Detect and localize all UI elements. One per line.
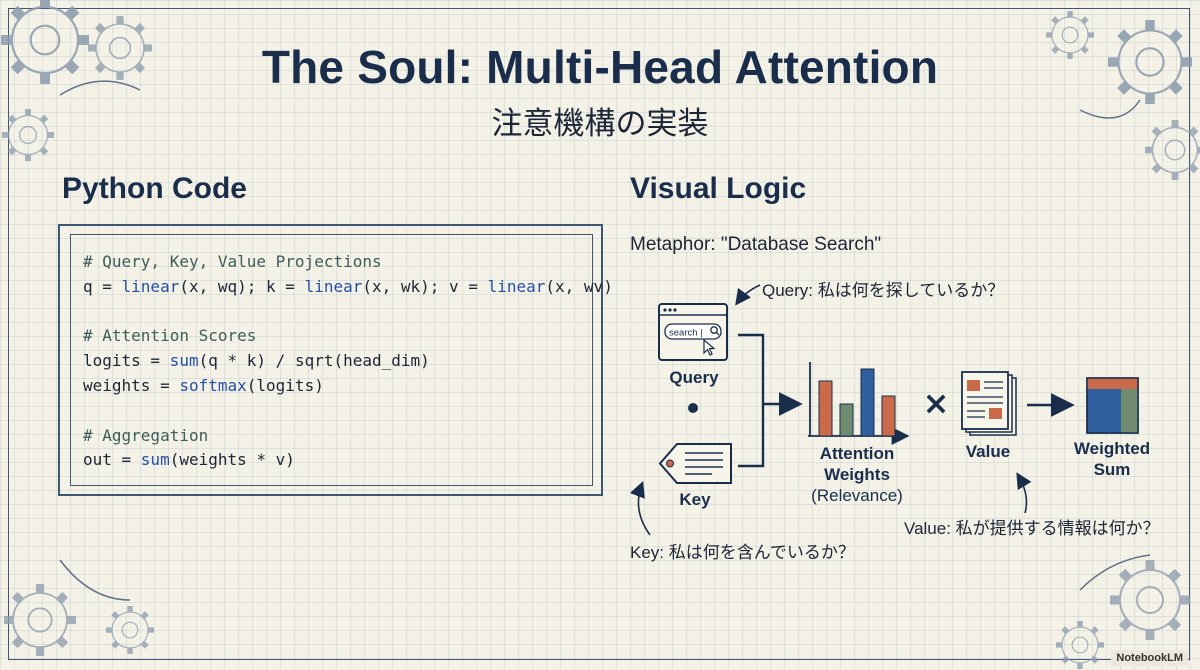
magnifier-icon	[710, 326, 720, 336]
slide-frame	[8, 8, 1190, 660]
visual-logic-heading: Visual Logic	[630, 172, 807, 205]
arrow-icon	[735, 284, 761, 306]
code-token: logits =	[83, 351, 170, 371]
code-box-inner	[70, 234, 593, 486]
query-label: Query	[669, 368, 719, 387]
code-box-outer	[58, 224, 603, 496]
arrow-icon	[629, 481, 651, 536]
bar-chart-icon	[808, 362, 910, 445]
metaphor-text: Metaphor: "Database Search"	[630, 234, 882, 255]
code-token: (x, wq); k =	[179, 276, 305, 296]
code-token: weights =	[83, 375, 180, 395]
code-token: q =	[83, 276, 122, 296]
relevance-label: (Relevance)	[811, 486, 903, 505]
code-token: (weights * v)	[169, 450, 295, 470]
value-label: Value	[965, 442, 1011, 461]
arrow-icon	[1016, 472, 1032, 514]
code-token: (x, wk); v =	[362, 276, 488, 296]
attention-weights-label: Attention Weights (Relevance)	[797, 443, 917, 506]
weighted-sum-icon	[1086, 377, 1139, 434]
attention-label-line: Attention	[819, 444, 895, 463]
times-operator: ×	[923, 384, 950, 422]
slide-subtitle: 注意機構の実装	[491, 106, 709, 142]
code-function: linear	[304, 276, 363, 296]
code-function: sum	[140, 450, 170, 470]
notebooklm-badge: NotebookLM	[1111, 650, 1188, 666]
search-box-text: search |	[669, 328, 703, 339]
slide-title: The Soul: Multi-Head Attention	[261, 41, 939, 93]
merge-bracket	[738, 333, 803, 468]
key-label: Key	[679, 490, 711, 509]
weighted-sum-line: Weighted	[1073, 439, 1151, 458]
code-token: (x, wv)	[545, 276, 613, 296]
code-comment: # Attention Scores	[83, 326, 257, 346]
document-icon	[961, 371, 1017, 436]
cursor-icon	[703, 338, 716, 356]
key-note: Key: 私は何を含んでいるか？	[630, 543, 855, 562]
code-token: (q * k) / sqrt(head_dim)	[198, 351, 430, 371]
code-token: out =	[83, 450, 141, 470]
code-comment: # Query, Key, Value Projections	[83, 252, 382, 271]
code-comment: # Aggregation	[83, 425, 209, 445]
python-code-heading: Python Code	[62, 172, 247, 205]
attention-label-line: Weights	[824, 465, 890, 484]
code-function: linear	[121, 276, 180, 296]
value-note: Value: 私が提供する情報は何か？	[904, 519, 1160, 538]
dot-operator	[688, 403, 698, 413]
tag-icon	[658, 443, 732, 484]
weighted-sum-label: Weighted Sum	[1062, 438, 1162, 480]
code-function: sum	[169, 351, 199, 371]
code-token: (logits)	[246, 375, 324, 395]
query-note: Query: 私は何を探しているか？	[762, 281, 1005, 300]
weighted-sum-line: Sum	[1093, 460, 1131, 479]
code-function: softmax	[179, 375, 247, 395]
code-function: linear	[487, 276, 546, 296]
code-block: # Query, Key, Value Projections q = line…	[83, 250, 613, 473]
